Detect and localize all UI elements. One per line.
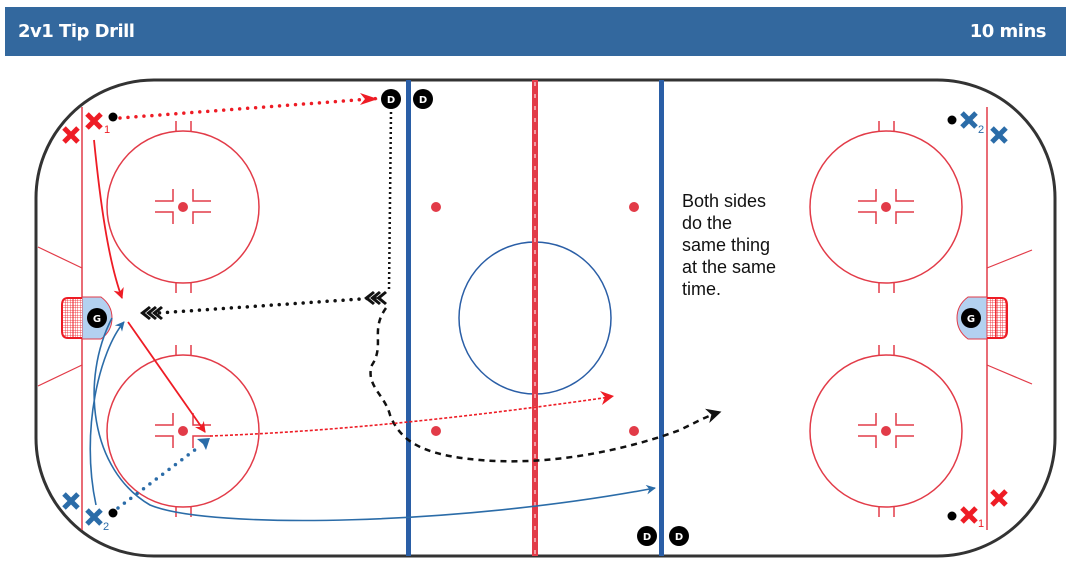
faceoff-circle-right-bottom xyxy=(809,345,963,517)
blue-skate-path-2 xyxy=(93,317,656,522)
red-skate-path-2 xyxy=(127,321,206,433)
puck xyxy=(108,508,118,518)
player-red-x1-right xyxy=(960,506,978,524)
puck xyxy=(947,115,957,125)
d-skate-path xyxy=(369,307,722,463)
red-skate-path-1 xyxy=(93,139,124,300)
player-blue-x2-left xyxy=(85,508,103,526)
player-blue-x2-right xyxy=(960,111,978,129)
drill-title: 2v1 Tip Drill xyxy=(18,21,135,42)
pass-blue-dotted xyxy=(116,444,202,510)
diagram-label: D xyxy=(675,532,683,543)
drill-note: Both sides do the same thing at the same… xyxy=(682,191,776,299)
diagram-label: 1 xyxy=(104,124,110,136)
defense-top-1: D xyxy=(381,89,401,109)
defense-top-2: D xyxy=(413,89,433,109)
goalie-left: G xyxy=(87,308,107,328)
diagram-label: D xyxy=(419,95,427,106)
player-red-x-left xyxy=(62,126,80,144)
red-puck-carry xyxy=(209,396,611,437)
rink-boards xyxy=(34,78,1057,558)
player-blue-x-right xyxy=(990,126,1008,144)
diagram-label: G xyxy=(967,314,975,325)
blue-line-right xyxy=(659,80,664,556)
drill-header: 2v1 Tip Drill 10 mins xyxy=(5,7,1066,56)
player-blue-x-left xyxy=(62,492,80,510)
center-red-line xyxy=(532,80,538,556)
diagram-label: D xyxy=(387,95,395,106)
blue-skate-path-1 xyxy=(89,321,125,506)
faceoff-circle-right-top xyxy=(809,121,963,293)
diagram-label: 1 xyxy=(978,518,984,530)
blue-line-left xyxy=(406,80,411,556)
diagram-label: D xyxy=(643,532,651,543)
defense-bottom-2: D xyxy=(669,526,689,546)
diagram-label: do the xyxy=(682,213,732,233)
diagram-label: G xyxy=(93,314,101,325)
diagram-label: 2 xyxy=(978,124,984,136)
player-red-x-right xyxy=(990,489,1008,507)
defense-bottom-1: D xyxy=(637,526,657,546)
shot-chevrons-right xyxy=(364,291,387,305)
diagram-label: 2 xyxy=(103,521,109,533)
diagram-label: Both sides xyxy=(682,191,766,211)
diagram-label: time. xyxy=(682,279,721,299)
drill-duration: 10 mins xyxy=(969,21,1047,42)
diagram-label: at the same xyxy=(682,257,776,277)
diagram-label: same thing xyxy=(682,235,770,255)
puck xyxy=(947,511,957,521)
faceoff-circle-left-top xyxy=(106,121,260,293)
puck xyxy=(108,112,118,122)
player-red-x1-left xyxy=(85,112,103,130)
goalie-right: G xyxy=(961,308,981,328)
shot-chevrons-left xyxy=(140,306,163,320)
